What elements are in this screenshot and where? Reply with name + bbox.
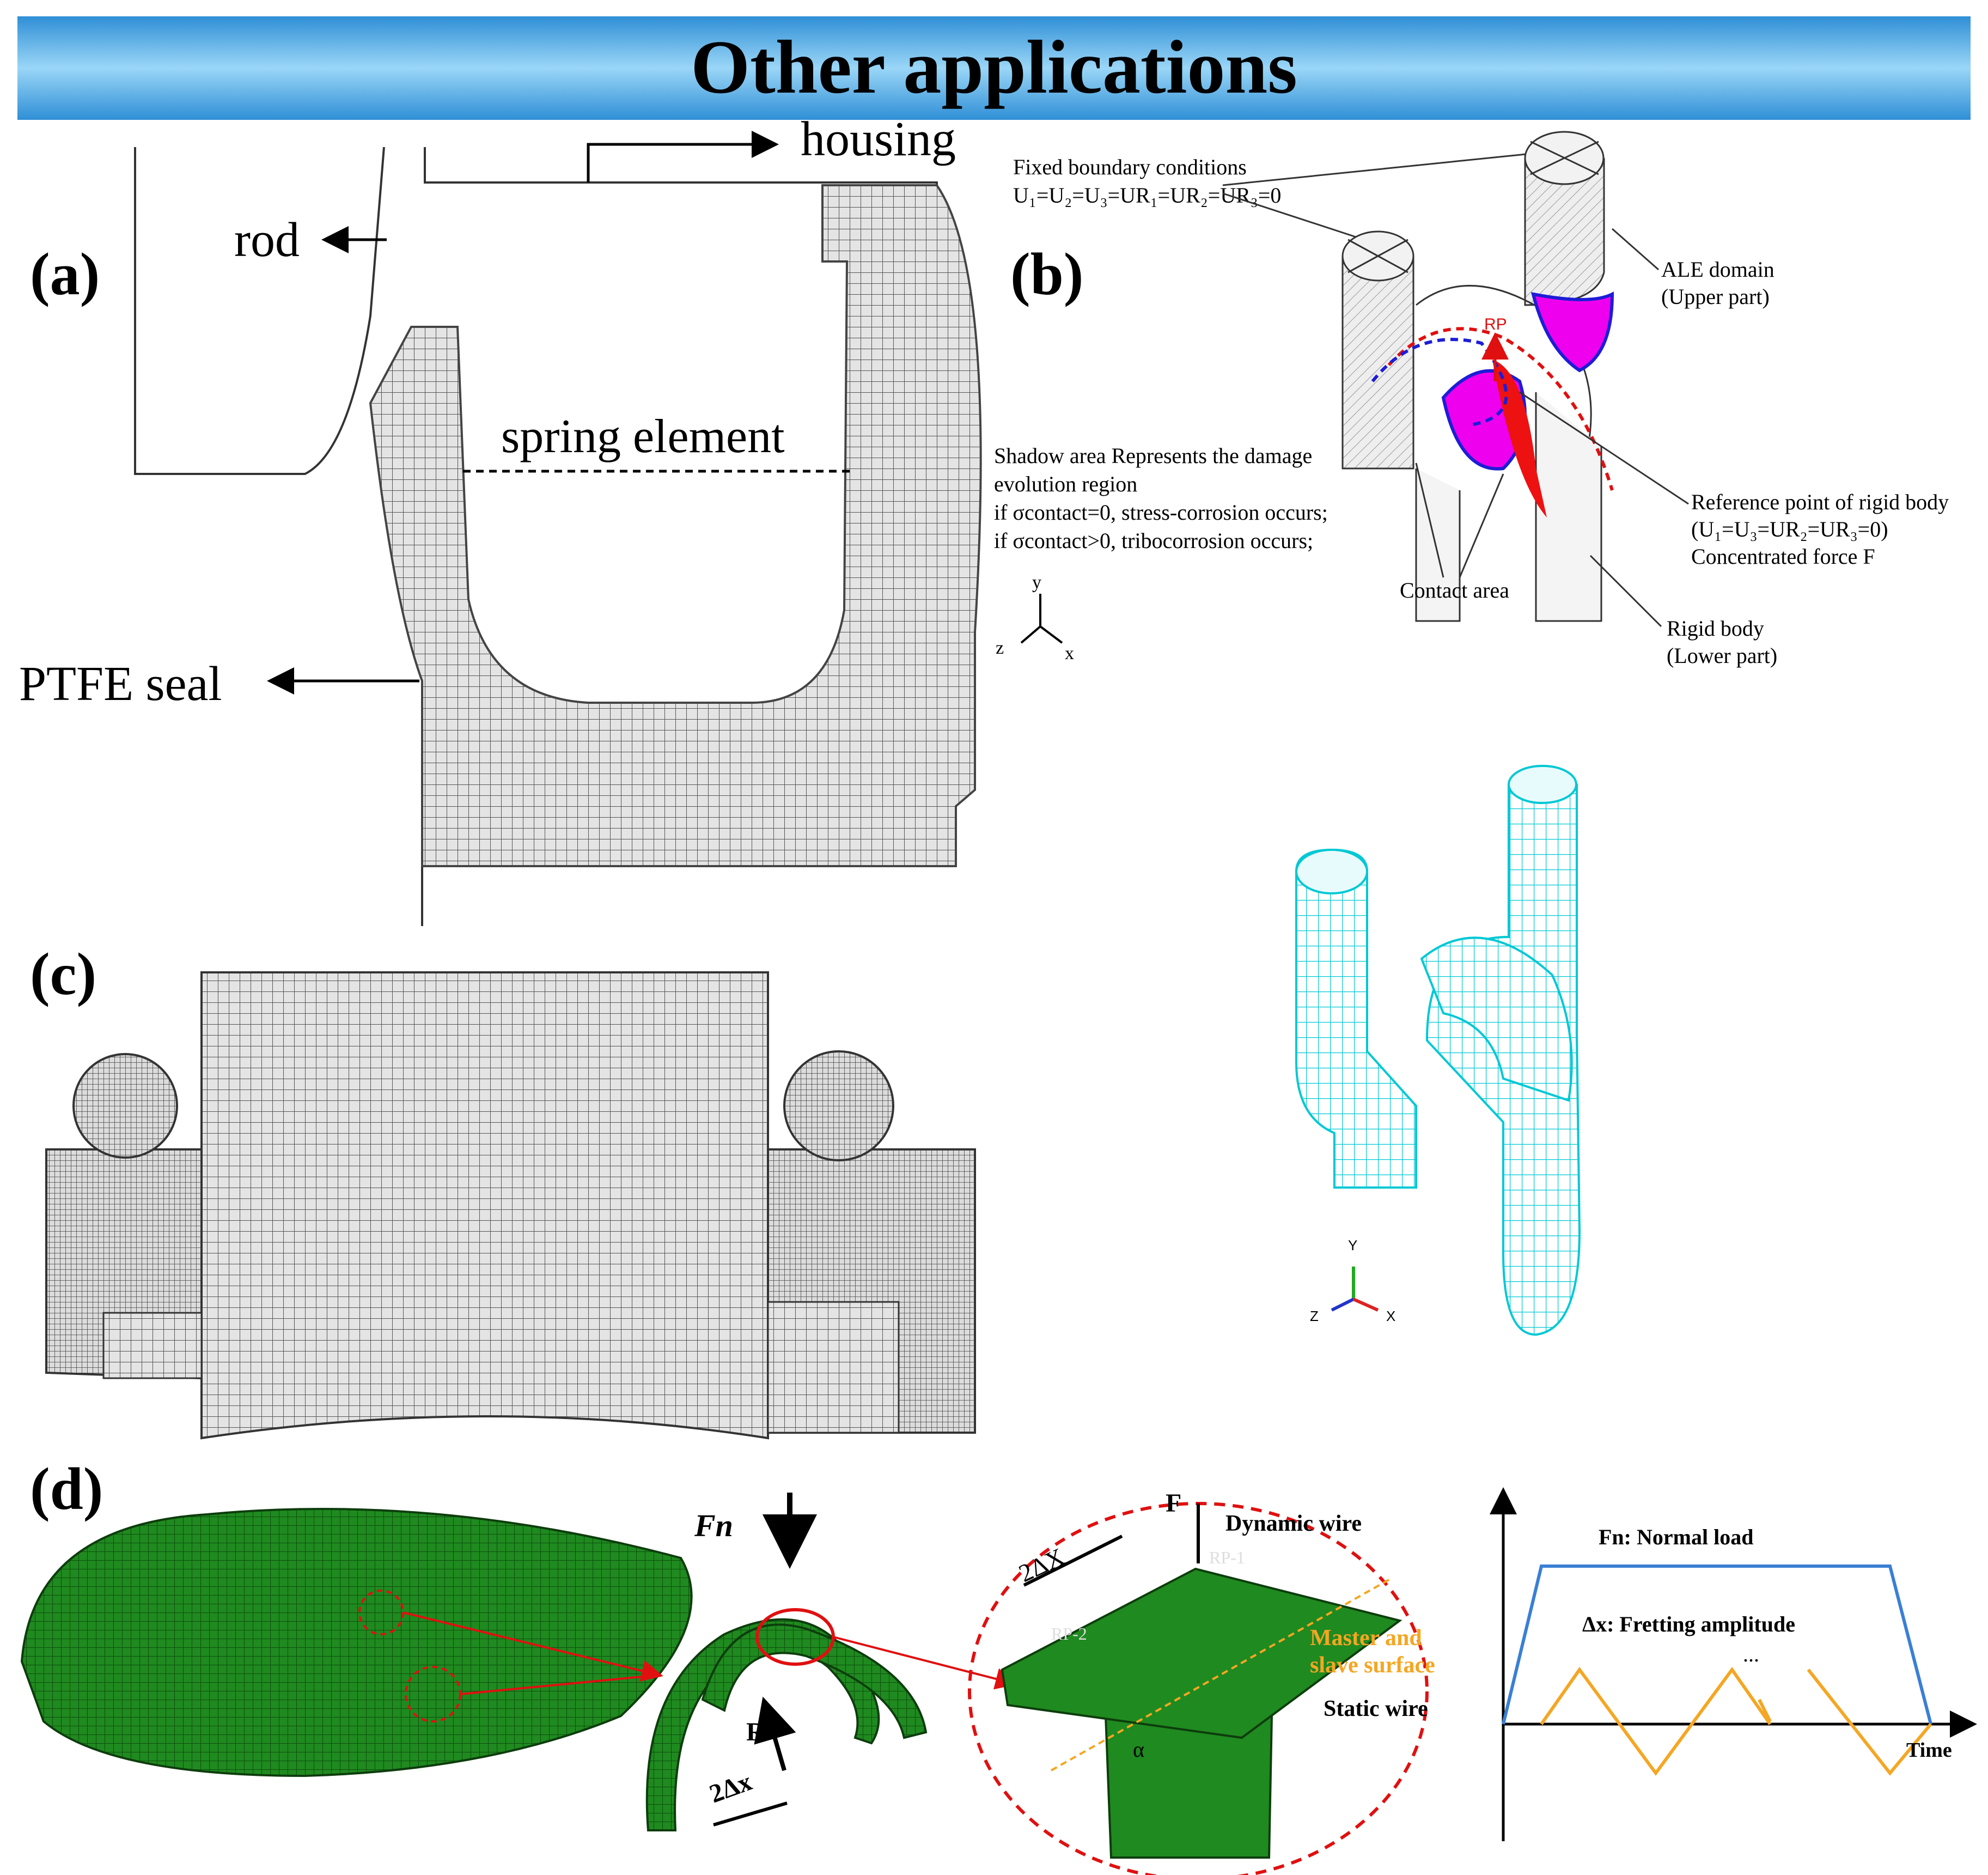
panel-b: (b) Fixed boundary conditions U₁=U₂=U₃=U…: [994, 131, 1949, 1336]
contact-model-diagram: RP: [1341, 131, 1614, 622]
cyan-mesh-model: [1295, 765, 1581, 1336]
normal-load-curve: [1502, 1564, 1932, 1725]
slave-label: slave surface: [1310, 1653, 1435, 1678]
shadow-note-4: if σcontact>0, tribocorrosion occurs;: [994, 528, 1313, 553]
panel-a-label: (a): [30, 241, 100, 307]
right-cap-cross: [1530, 141, 1599, 175]
rod-label: rod: [234, 213, 300, 267]
fretting-curve: [1540, 1666, 1932, 1776]
contact-zoom-arrow: [833, 1636, 1017, 1690]
housing-label: housing: [801, 112, 956, 166]
right-oring-mesh: [783, 1050, 894, 1161]
static-wire-block: [1104, 1715, 1273, 1859]
rp2-label: RP-2: [1051, 1624, 1087, 1643]
cyan-left-pillar: [1295, 848, 1417, 1189]
header-background: [17, 16, 1971, 120]
shadow-note-1: Shadow area Represents the damage: [994, 443, 1312, 468]
mesh-axis-x: X: [1386, 1308, 1395, 1324]
static-wire-label: Static wire: [1324, 1696, 1428, 1721]
ref-point-label: Reference point of rigid body: [1691, 490, 1949, 514]
fn-label: Fn: [694, 1508, 733, 1543]
spring-element-label: spring element: [501, 410, 785, 463]
two-DX-label: 2ΔX: [1015, 1543, 1069, 1587]
center-block-mesh: [200, 971, 769, 1440]
rp-label: RP: [1484, 315, 1507, 333]
rod-outline: [134, 147, 385, 475]
ale-domain-label: ALE domain: [1661, 257, 1774, 282]
header-banner: Other applications: [17, 16, 1971, 120]
rigid-leader: [1589, 555, 1662, 628]
wire-mesh-block: [20, 1508, 693, 1777]
zoom-arrow-2: [460, 1674, 660, 1695]
ref-point-bc: (U₁=U₃=UR₂=UR₃=0): [1691, 517, 1888, 541]
axis-triad-mesh: Y Z X: [1310, 1237, 1395, 1324]
axis-triad-b: y z x: [996, 573, 1074, 663]
contact-leader-1: [1415, 462, 1444, 578]
contact-leader-2: [1459, 473, 1504, 578]
left-base-mesh: [102, 1312, 203, 1379]
fixed-bc-equation: U₁=U₂=U₃=UR₁=UR₂=UR₃=0: [1013, 183, 1281, 208]
fixed-bc-title: Fixed boundary conditions: [1013, 155, 1247, 179]
rigid-body-sub: (Lower part): [1667, 643, 1777, 668]
time-label: Time: [1906, 1739, 1952, 1762]
shadow-note-3: if σcontact=0, stress-corrosion occurs;: [994, 500, 1328, 525]
normal-load-label: Fn: Normal load: [1599, 1525, 1753, 1549]
zoom-arrow-1: [403, 1611, 663, 1682]
right-base-mesh: [767, 1301, 900, 1434]
ref-point-force: Concentrated force F: [1691, 544, 1875, 569]
mesh-axis-z: Z: [1310, 1308, 1319, 1324]
ellipsis-label: ...: [1743, 1642, 1759, 1666]
mesh-axis-y: Y: [1348, 1237, 1357, 1253]
cyan-right-cap: [1508, 765, 1577, 804]
left-cylinder: [1341, 256, 1414, 470]
ale-domain-sub: (Upper part): [1661, 284, 1770, 309]
master-label: Master and: [1310, 1626, 1422, 1651]
ptfe-seal-label: PTFE seal: [19, 657, 222, 711]
panel-a: (a) housing rod spring element PTFE seal: [19, 112, 982, 926]
panel-c-label: (c): [30, 941, 96, 1007]
two-DX-arrow: [1023, 1535, 1123, 1587]
panel-d-label: (d): [30, 1456, 103, 1522]
panel-d: (d) Fn R 2Δx F 2ΔX Dynamic wire RP-1 RP-…: [20, 1456, 1977, 1875]
left-oring-mesh: [72, 1053, 178, 1159]
two-dx-arrow: [713, 1801, 788, 1827]
fixed-bc-leader-1: [1222, 192, 1373, 243]
fretting-label: Δx: Fretting amplitude: [1582, 1612, 1795, 1636]
cyan-arch: [1420, 936, 1573, 1102]
page-title: Other applications: [691, 25, 1297, 109]
ref-leader: [1519, 391, 1689, 505]
red-dashed-curve: [1387, 327, 1614, 491]
static-wire-arc: [701, 1623, 928, 1739]
ale-leader: [1612, 228, 1659, 271]
dynamic-wire-block: [1001, 1567, 1402, 1739]
F-label: F: [1166, 1489, 1181, 1518]
ptfe-seal-mesh: [369, 184, 982, 867]
shadow-note-2: evolution region: [994, 472, 1137, 496]
cyan-left-cap: [1295, 849, 1368, 894]
dynamic-wire-label: Dynamic wire: [1225, 1511, 1362, 1536]
rp1-label: RP-1: [1209, 1548, 1245, 1567]
r-arrow: [754, 1696, 796, 1771]
r-label: R: [746, 1718, 766, 1746]
loading-chart: Fn: Normal load Δx: Fretting amplitude .…: [1490, 1487, 1977, 1841]
magenta-ale-region: [1530, 291, 1614, 373]
panel-c: (c): [30, 941, 976, 1440]
two-dx-label: 2Δx: [706, 1767, 756, 1809]
alpha-label: α: [1133, 1737, 1144, 1762]
left-cap-cross: [1347, 239, 1408, 273]
fixed-bc-leader-2: [1222, 149, 1569, 186]
axis-x-label: x: [1065, 643, 1074, 663]
contact-area-label: Contact area: [1400, 578, 1509, 602]
housing-arrow: [587, 131, 779, 182]
panel-b-label: (b): [1010, 241, 1083, 307]
axis-y-label: y: [1032, 573, 1041, 593]
rigid-body-label: Rigid body: [1667, 616, 1764, 641]
rigid-body-cylinder: [1535, 392, 1602, 622]
axis-z-label: z: [996, 638, 1004, 658]
